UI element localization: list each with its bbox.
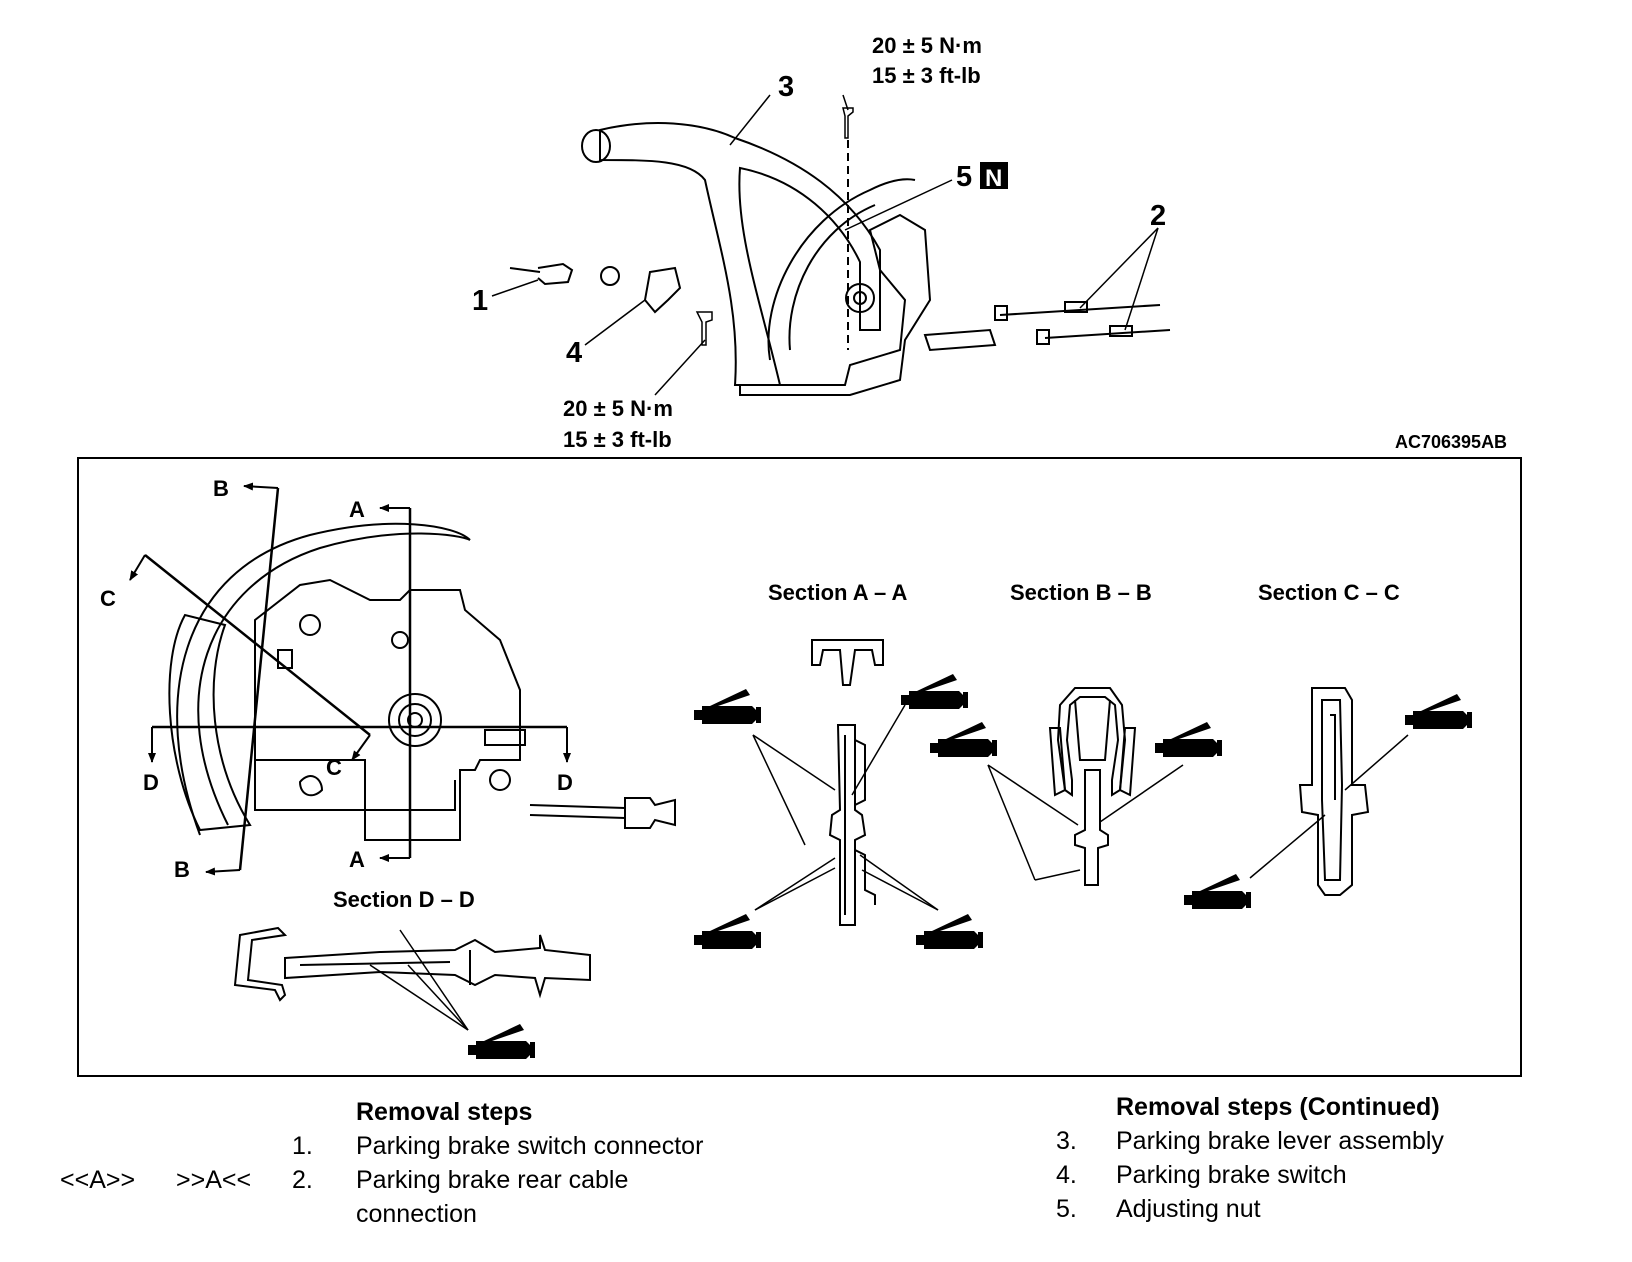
mark-d-left: D <box>143 770 159 795</box>
section-bb-drawing <box>1048 687 1137 886</box>
grease-icon <box>901 674 968 709</box>
callout-4: 4 <box>566 337 582 369</box>
base-bracket <box>739 213 932 396</box>
lever-arm <box>599 122 881 386</box>
section-cc-leaders <box>1249 734 1409 879</box>
section-cc-title: Section C – C <box>1258 580 1400 605</box>
step-number: 4. <box>1056 1161 1077 1189</box>
section-bb-title: Section B – B <box>1010 580 1152 605</box>
grease-icon <box>468 1024 535 1059</box>
section-dd-drawing <box>233 926 591 1002</box>
mark-a-bottom: A <box>349 847 365 872</box>
bolt-bottom <box>695 311 713 346</box>
figure-code: AC706395AB <box>1395 432 1507 452</box>
new-part-mark: N <box>985 165 1002 192</box>
step-number: 1. <box>292 1132 313 1160</box>
mark-b-top: B <box>213 476 229 501</box>
step-number: 5. <box>1056 1195 1077 1223</box>
step-item: <<A>> >>A<< 2. Parking brake rear cable <box>60 1163 760 1197</box>
mark-c-center: C <box>326 755 342 780</box>
switch-connector <box>537 262 574 286</box>
mark-a-top: A <box>349 497 365 522</box>
step-number: 3. <box>1056 1127 1077 1155</box>
removal-reference: <<A>> <box>60 1166 136 1194</box>
section-dd-leaders <box>369 929 469 1031</box>
step-text: Parking brake rear cable <box>356 1166 629 1194</box>
section-dd-title: Section D – D <box>333 887 475 912</box>
exploded-view <box>491 94 1171 396</box>
step-text: Adjusting nut <box>1116 1195 1261 1223</box>
removal-steps-continued-heading: Removal steps (Continued) <box>1116 1093 1440 1121</box>
mark-c-left: C <box>100 586 116 611</box>
bolt-top <box>842 107 854 139</box>
section-cc-drawing <box>1298 687 1370 896</box>
mark-d-right: D <box>557 770 573 795</box>
removal-steps-right: Removal steps (Continued) 3. Parking bra… <box>1040 1090 1600 1226</box>
grease-icon <box>1155 722 1222 757</box>
torque-top-imperial: 15 ± 3 ft-lb <box>872 63 981 88</box>
step-text: Parking brake lever assembly <box>1116 1127 1444 1155</box>
lever-grip <box>581 129 611 163</box>
mechanism-view <box>129 482 676 876</box>
removal-steps-left: Removal steps 1. Parking brake switch co… <box>60 1095 760 1231</box>
removal-steps-heading: Removal steps <box>356 1098 533 1126</box>
step-item: 1. Parking brake switch connector <box>60 1129 760 1163</box>
step-number: 2. <box>292 1166 313 1194</box>
step-item: 3. Parking brake lever assembly <box>1040 1124 1600 1158</box>
step-item: 4. Parking brake switch <box>1040 1158 1600 1192</box>
step-text: Parking brake switch connector <box>356 1132 704 1160</box>
ratchet-arc <box>767 178 916 361</box>
section-aa-title: Section A – A <box>768 580 907 605</box>
grease-icon <box>916 914 983 949</box>
callout-3: 3 <box>778 71 794 103</box>
grease-icon <box>694 689 761 724</box>
grease-icon <box>694 914 761 949</box>
detail-frame <box>77 457 1522 1077</box>
torque-top-metric: 20 ± 5 N·m <box>872 33 982 58</box>
equalizer <box>923 328 997 352</box>
callout-5: 5 <box>956 161 972 193</box>
grease-icon <box>1405 694 1472 729</box>
step-text: Parking brake switch <box>1116 1161 1347 1189</box>
installation-reference: >>A<< <box>176 1166 252 1194</box>
grease-icon <box>930 722 997 757</box>
step-text-continued: connection <box>356 1200 477 1228</box>
adjusting-nut-shape <box>845 283 875 313</box>
section-bb-leaders <box>987 764 1184 881</box>
step-item: 5. Adjusting nut <box>1040 1192 1600 1226</box>
mark-b-bottom: B <box>174 857 190 882</box>
torque-bottom-imperial: 15 ± 3 ft-lb <box>563 427 672 452</box>
brake-switch <box>643 266 682 314</box>
callout-1: 1 <box>472 285 488 317</box>
torque-bottom-metric: 20 ± 5 N·m <box>563 396 673 421</box>
callout-2: 2 <box>1150 200 1166 232</box>
section-aa-leaders <box>752 704 939 911</box>
grease-icon <box>1184 874 1251 909</box>
new-part-badge <box>980 162 1008 189</box>
